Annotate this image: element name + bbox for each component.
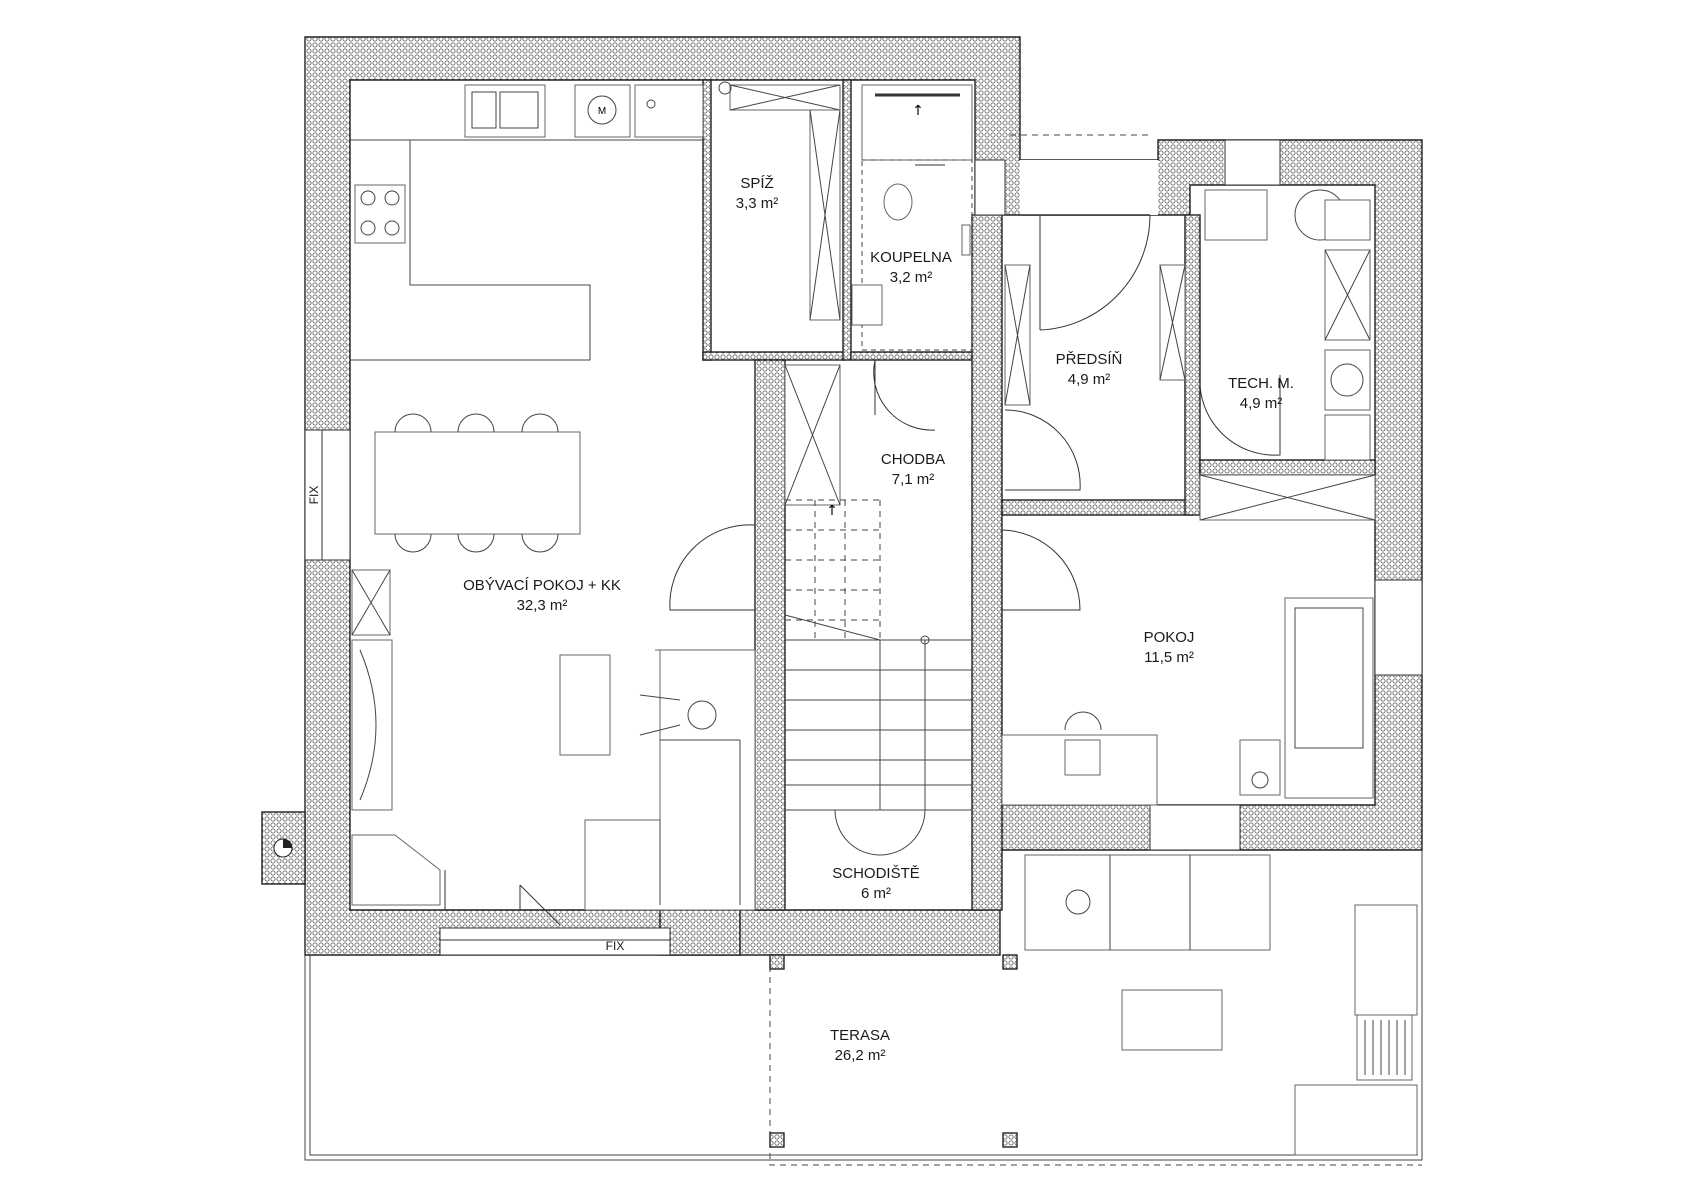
outdoor-table: [1121, 989, 1223, 1051]
chair-icon: [394, 413, 559, 433]
technical-room: [1199, 189, 1371, 461]
outdoor-sofa-icon: [1024, 854, 1271, 951]
room-area-hallway: 4,9 m²: [1068, 371, 1111, 388]
stairs-upper-dashed: [785, 499, 881, 640]
terrace-outline: [304, 850, 1423, 1161]
bathroom: ↑: [851, 84, 973, 431]
south-window-fix: [439, 927, 671, 956]
svg-text:↑: ↑: [912, 103, 924, 119]
stair-left-wall: [754, 359, 786, 911]
nightstand-icon: [1239, 739, 1281, 796]
room-labels: OBÝVACÍ POKOJ + KK 32,3 m² SPÍŽ 3,3 m² K…: [307, 175, 1294, 1064]
dining-table-top: [374, 431, 581, 535]
room-name-pantry: SPÍŽ: [740, 175, 773, 192]
svg-text:M: M: [598, 106, 606, 117]
entrance-door[interactable]: [1039, 214, 1151, 331]
pantry: [718, 81, 841, 321]
fireplace-icon: [351, 834, 441, 906]
staircase: ↑: [669, 364, 972, 856]
bedroom: [1001, 474, 1376, 806]
stairs-lower: [785, 639, 972, 811]
room-area-pantry: 3,3 m²: [736, 195, 779, 212]
tv-unit: [351, 639, 393, 811]
terrace-door[interactable]: [444, 870, 561, 926]
coffee-table: [559, 654, 611, 756]
fix-label-south: FIX: [606, 939, 625, 953]
bathroom-door[interactable]: [873, 359, 936, 431]
room-name-corridor: CHODBA: [881, 451, 945, 468]
dining-table: [374, 413, 581, 553]
living-door[interactable]: [669, 524, 756, 611]
kitchen-counter: [350, 139, 705, 361]
shower-icon: [861, 84, 973, 161]
room-name-hallway: PŘEDSÍŇ: [1056, 351, 1123, 368]
room-area-terrace: 26,2 m²: [835, 1047, 886, 1064]
room-area-bedroom: 11,5 m²: [1144, 649, 1194, 666]
boiler-icon: [1204, 189, 1268, 241]
washing-machine-icon: [574, 84, 631, 138]
chair-icon: [1064, 711, 1102, 731]
pantry-bottom-wall: [702, 351, 846, 361]
living-furniture: [273, 569, 756, 926]
room-area-technical: 4,9 m²: [1240, 395, 1283, 412]
room-name-bedroom: POKOJ: [1144, 629, 1195, 646]
room-name-terrace: TERASA: [830, 1027, 890, 1044]
bedroom-door[interactable]: [1001, 529, 1081, 611]
room-area-living: 32,3 m²: [517, 597, 568, 614]
bedroom-south-window: [1149, 804, 1241, 851]
room-area-corridor: 7,1 m²: [892, 471, 935, 488]
tech-left-wall: [1184, 214, 1201, 516]
room-area-staircase: 6 m²: [861, 885, 891, 902]
pantry-wall: [702, 79, 712, 361]
dryer-icon: [1324, 414, 1371, 461]
room-name-bathroom: KOUPELNA: [870, 249, 952, 266]
west-window-fix: [304, 429, 351, 561]
room-area-bathroom: 3,2 m²: [890, 269, 933, 286]
tech-bottom-wall: [1199, 459, 1376, 476]
chair-icon: [394, 533, 559, 553]
tech-north-window: [1224, 139, 1281, 186]
tech-door[interactable]: [1199, 374, 1281, 456]
washbasin-icon: [851, 284, 883, 326]
person-icon: [1065, 889, 1091, 915]
entrance-porch: [1020, 160, 1158, 215]
outdoor-counter: [1294, 1084, 1418, 1156]
hall-bottom-wall: [1001, 499, 1193, 516]
grill-counter: [1354, 904, 1418, 1016]
room-name-technical: TECH. M.: [1228, 375, 1294, 392]
room-name-living: OBÝVACÍ POKOJ + KK: [463, 577, 621, 594]
fix-label-west: FIX: [307, 486, 321, 505]
walls: [261, 36, 1423, 956]
bath-left-wall: [842, 79, 852, 361]
openings: [304, 139, 1423, 956]
terrace: [304, 134, 1423, 1166]
corridor-right-wall: [971, 214, 1003, 911]
bedroom-east-window: [1374, 579, 1423, 676]
bed-icon: [1284, 597, 1374, 799]
sofa-icon: [584, 649, 756, 911]
oven-icon: [634, 84, 704, 138]
grill-icon: [1356, 1014, 1413, 1081]
sink-icon: [464, 84, 546, 138]
radiator-icon: [961, 224, 971, 256]
computer-icon: [1064, 739, 1101, 776]
pergola-dashed: [769, 955, 1422, 1166]
person-icon: [687, 700, 717, 730]
toilet-icon: [883, 183, 913, 221]
entrance-gap: [974, 159, 1006, 216]
room-name-staircase: SCHODIŠTĚ: [832, 865, 920, 882]
kitchen: M: [350, 84, 705, 361]
entrance-hall: [1004, 214, 1186, 491]
south-wall-pier: [659, 909, 741, 956]
svg-text:↑: ↑: [826, 503, 838, 519]
hall-door[interactable]: [1004, 409, 1081, 491]
bath-bottom-wall: [850, 351, 977, 361]
